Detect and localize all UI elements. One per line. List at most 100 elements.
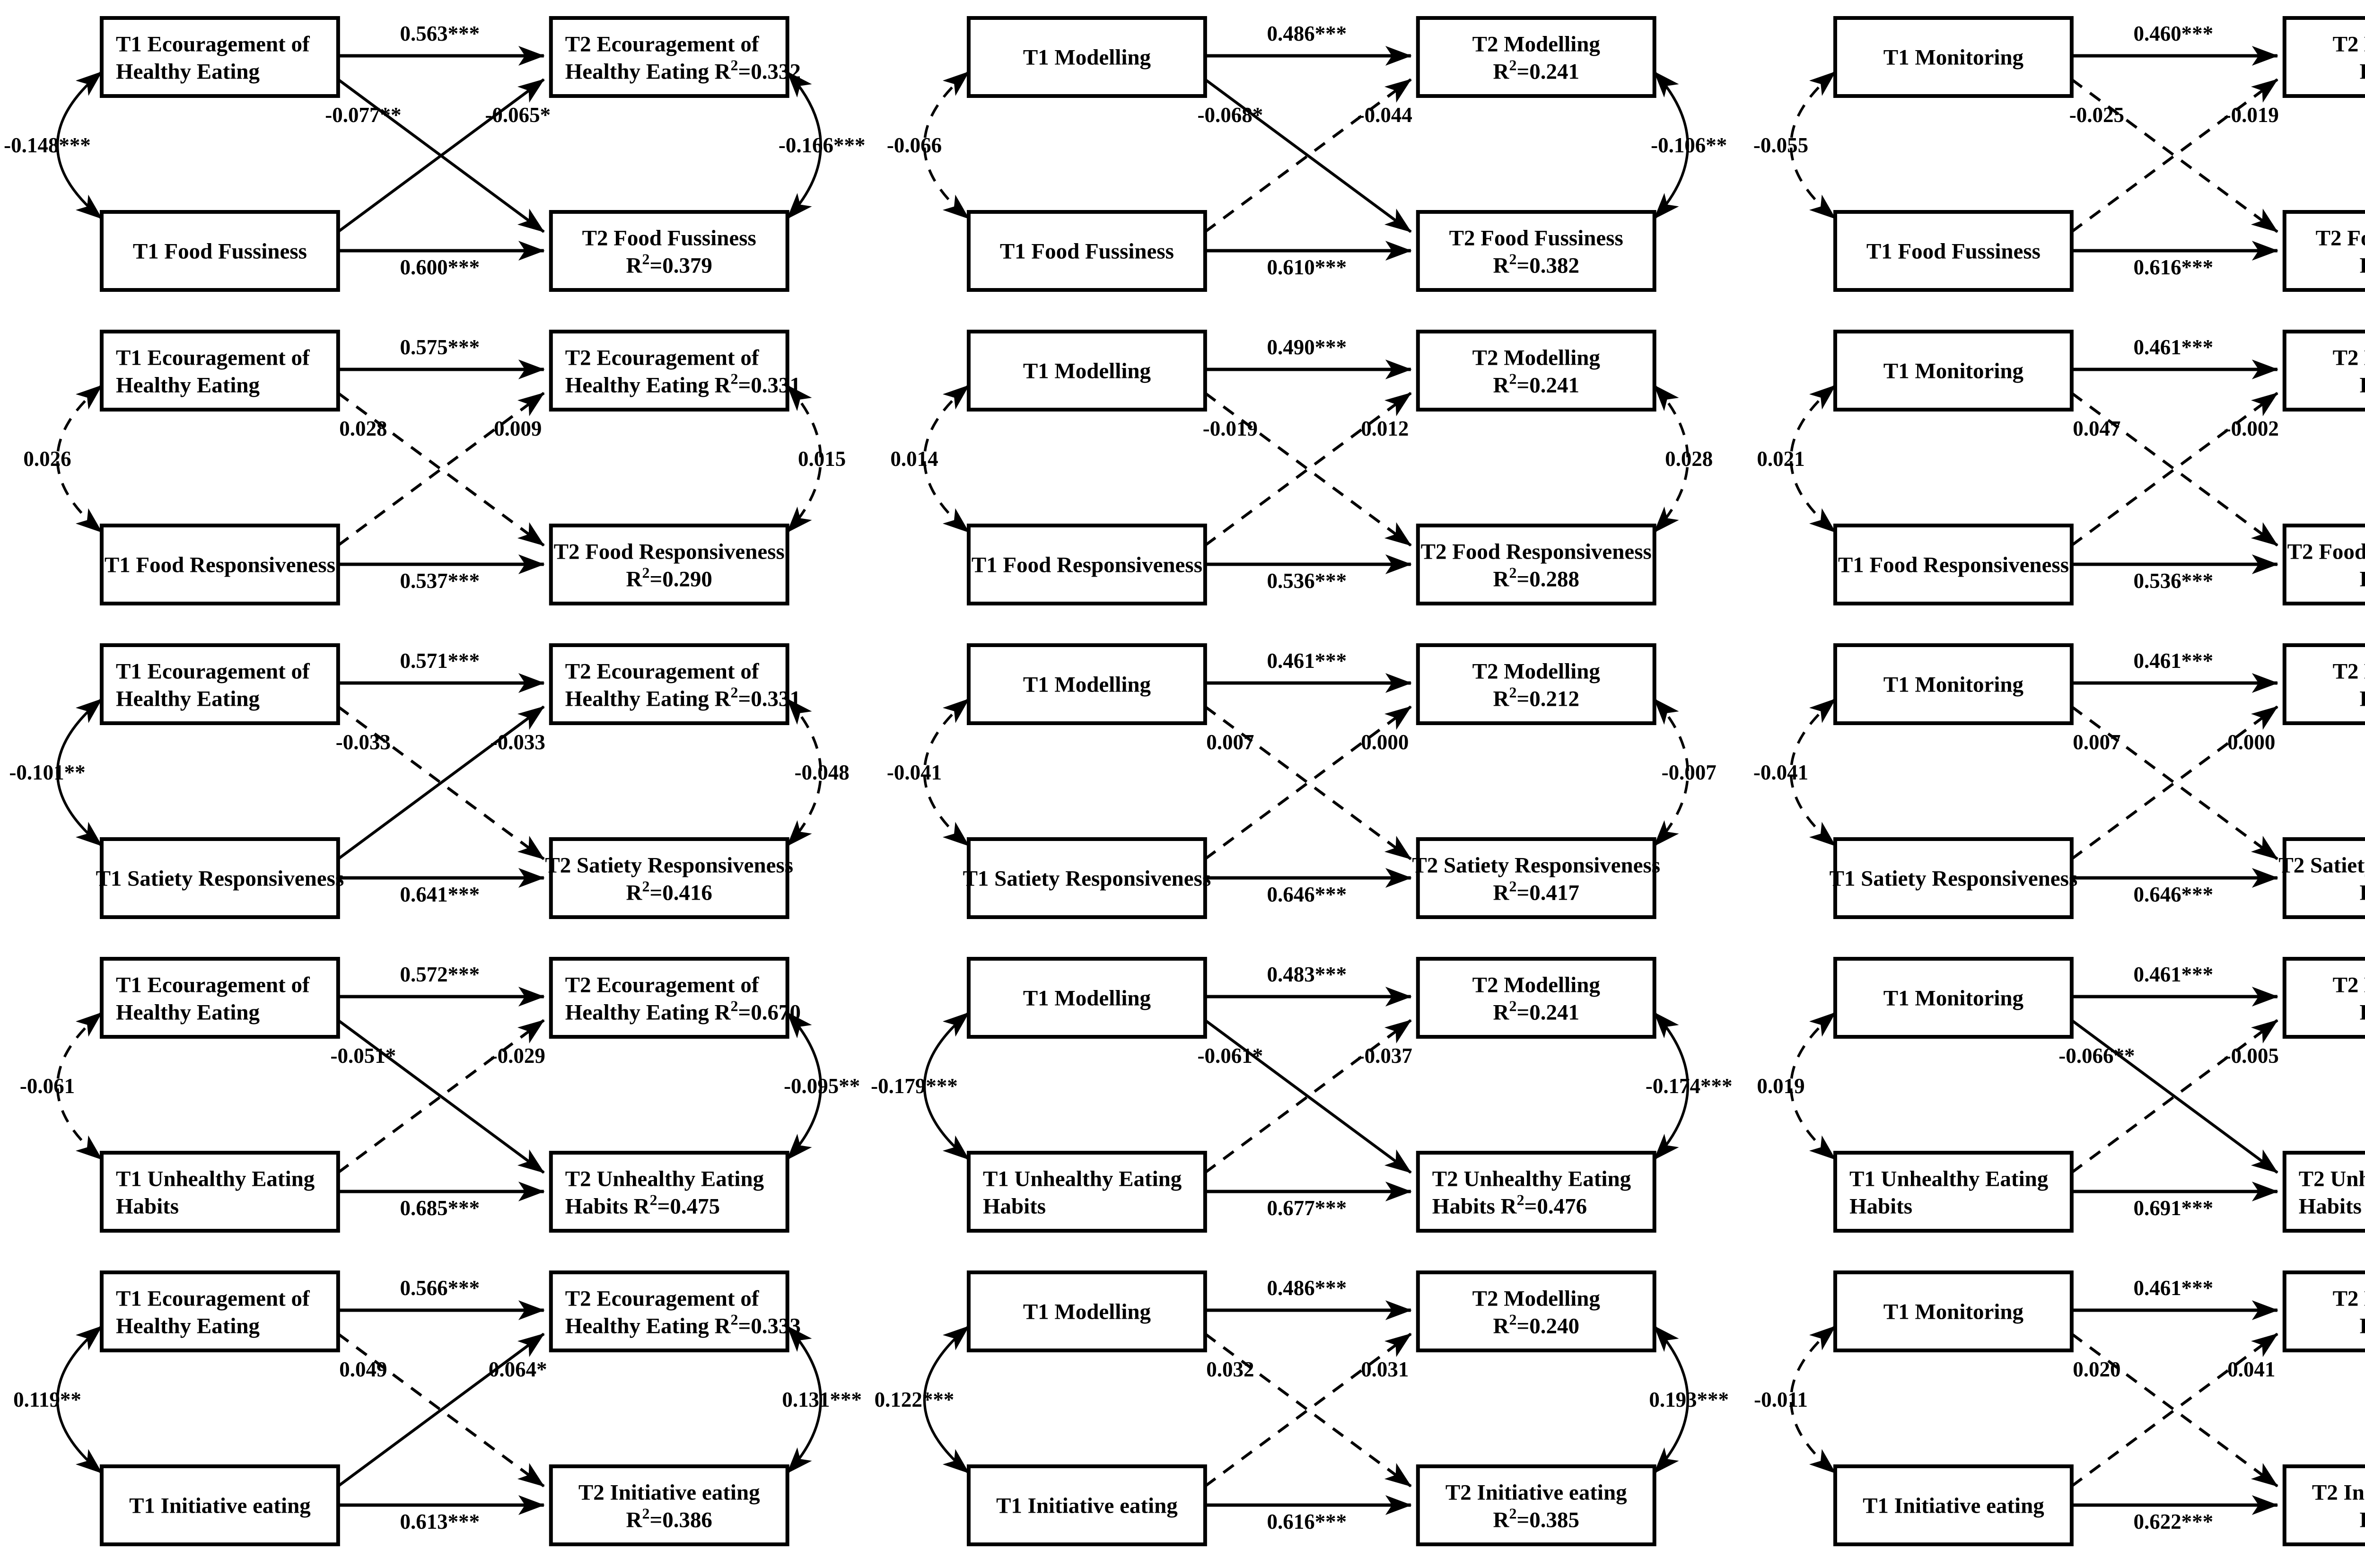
t2-bottom-box-label: Habits R2=0.476 [1432,1191,1586,1218]
cross-lagged-path-up [2071,1019,2278,1174]
coefficient-corr-left: -0.066 [887,133,942,157]
coefficient-bottom: 0.646*** [1267,883,1347,906]
t1-bottom-box-label: T1 Food Responsiveness [1838,552,2069,577]
t2-bottom-box-label: R2=0.387 [2360,1505,2365,1532]
correlation-arrow-left [56,70,103,220]
coefficient-bottom: 0.613*** [400,1510,480,1533]
t2-bottom-box-label: T2 Food Responsiveness [554,539,785,564]
coefficient-cross-down: -0.025 [2069,103,2124,127]
t2-top-box-label: R2=0.213 [2360,56,2365,84]
cross-lagged-path-down [2071,1332,2278,1488]
t1-bottom-box-label: T1 Food Fussiness [133,239,307,263]
t1-bottom-box [99,524,340,605]
t1-top-box [1833,16,2074,98]
coefficient-top: 0.461*** [2134,1276,2214,1300]
coefficient-cross-up: 0.012 [1361,417,1409,440]
t2-top-box-label: R2=0.212 [1493,683,1579,711]
cross-lagged-path-down [1204,78,1412,233]
t2-top-box [2283,957,2365,1039]
coefficient-cross-up: 0.000 [2228,730,2276,754]
t2-bottom-box [549,1464,789,1546]
cross-lagged-path-down [337,392,545,547]
t1-bottom-box [1833,524,2074,605]
correlation-arrow-right [786,1012,822,1160]
coefficient-corr-left: 0.014 [890,447,938,471]
t1-bottom-box [966,210,1207,292]
correlation-arrow-left [1790,384,1837,534]
coefficient-cross-down: -0.051* [331,1044,396,1068]
coefficient-bottom: 0.616*** [1267,1510,1347,1533]
t1-top-box-label: Healthy Eating [116,1000,260,1025]
t2-bottom-box [2283,210,2365,292]
t1-top-box-label: T1 Monitoring [1883,986,2024,1010]
coefficient-top: 0.571*** [400,649,480,673]
t1-bottom-box [966,1464,1207,1546]
coefficient-cross-up: 0.031 [1361,1358,1409,1381]
coefficient-top: 0.461*** [1267,649,1347,673]
t2-bottom-box-label: T2 Satiety Responsiveness [545,853,793,877]
t2-bottom-box-label: R2=0.382 [1493,250,1579,278]
t1-top-box-label: T1 Monitoring [1883,45,2024,70]
cross-lagged-path-up [1204,78,1412,233]
t2-bottom-box-label: T2 Food Responsiveness [1420,539,1651,564]
t2-top-box [1416,1270,1656,1352]
coefficient-bottom: 0.641*** [400,883,480,906]
t2-top-box-label: T2 Monitoring [2333,972,2365,997]
correlation-arrow-left [923,1011,970,1161]
cross-lagged-path-down [337,1332,545,1488]
t1-bottom-box-label: T1 Unhealthy Eating [116,1166,315,1191]
cross-lagged-path-down [337,1019,545,1174]
coefficient-corr-left: -0.061 [20,1074,75,1098]
t2-top-box [1416,16,1656,98]
cross-lagged-path-up [2071,392,2278,547]
t1-bottom-box-label: T1 Food Responsiveness [971,552,1202,577]
t1-top-box-label: Healthy Eating [116,59,260,84]
t1-bottom-box [99,1151,340,1233]
t2-top-box [2283,643,2365,725]
correlation-arrow-left [923,384,970,534]
coefficient-cross-up: -0.033 [491,730,545,754]
t2-top-box [2283,1270,2365,1352]
coefficient-cross-down: 0.007 [1206,730,1254,754]
coefficient-corr-left: 0.019 [1757,1074,1805,1098]
t1-top-box-label: T1 Monitoring [1883,672,2024,697]
coefficient-cross-up: -0.044 [1357,103,1412,127]
coefficient-cross-down: 0.049 [339,1358,387,1381]
coefficient-corr-right: 0.028 [1665,447,1713,471]
cross-lagged-path-down [2071,1019,2278,1174]
t2-top-box-label: T2 Modelling [1472,972,1600,997]
cross-lagged-path-down [1204,1019,1412,1174]
correlation-arrow-left [1790,1325,1837,1474]
t2-bottom-box-label: R2=0.290 [2360,564,2365,591]
t2-top-box-label: T2 Ecouragement of [565,1286,760,1311]
coefficient-corr-left: -0.179*** [871,1074,958,1098]
t2-top-box-label: Healthy Eating R2=0.333 [565,1311,801,1338]
coefficient-corr-left: 0.122*** [874,1388,954,1411]
coefficient-corr-right: 0.015 [798,447,846,471]
coefficient-bottom: 0.610*** [1267,255,1347,279]
t1-bottom-box [1833,1151,2074,1233]
t1-bottom-box [1833,210,2074,292]
t1-top-box-label: Healthy Eating [116,686,260,711]
t1-top-box [966,643,1207,725]
cross-lagged-path-up [337,78,545,233]
coefficient-top: 0.483*** [1267,963,1347,986]
t1-bottom-box [966,1151,1207,1233]
t2-top-box [549,330,789,412]
correlation-arrow-right [1653,1325,1689,1474]
coefficient-corr-left: -0.041 [887,761,942,784]
t2-bottom-box-label: T2 Food Fussiness [1449,226,1623,250]
t2-bottom-box-label: R2=0.288 [1493,564,1579,591]
t2-bottom-box [549,210,789,292]
t1-top-box-label: T1 Monitoring [1883,1299,2024,1324]
